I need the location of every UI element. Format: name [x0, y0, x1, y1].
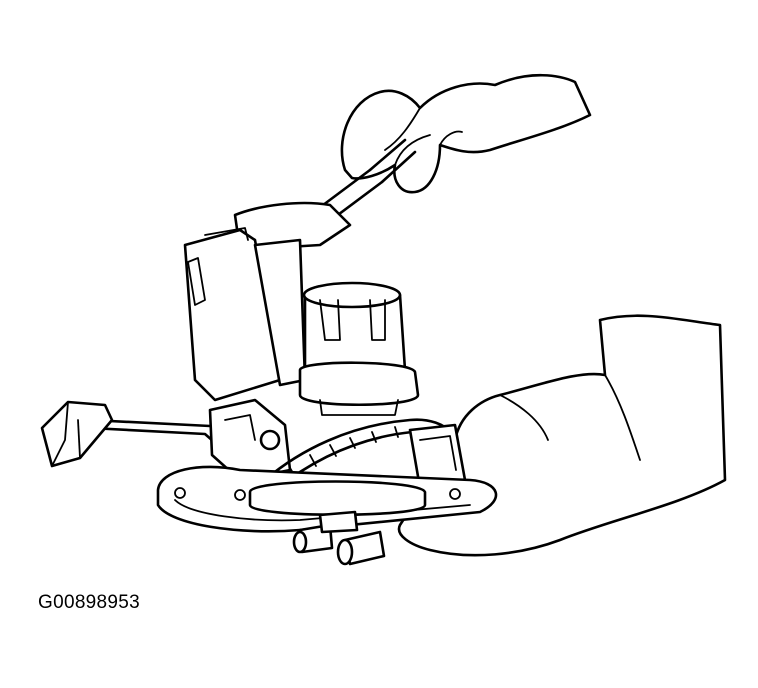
electrical-connector: [408, 423, 467, 490]
outlet-pipes: [292, 510, 386, 566]
filter-cylinder: [298, 281, 420, 416]
pump-housing: [183, 201, 352, 402]
upper-hand: [340, 73, 592, 194]
figure-id-label: G00898953: [38, 592, 141, 613]
connector-bracket: [208, 398, 292, 482]
fuel-gauge-float: [40, 400, 237, 468]
flange-plate: [156, 465, 498, 533]
